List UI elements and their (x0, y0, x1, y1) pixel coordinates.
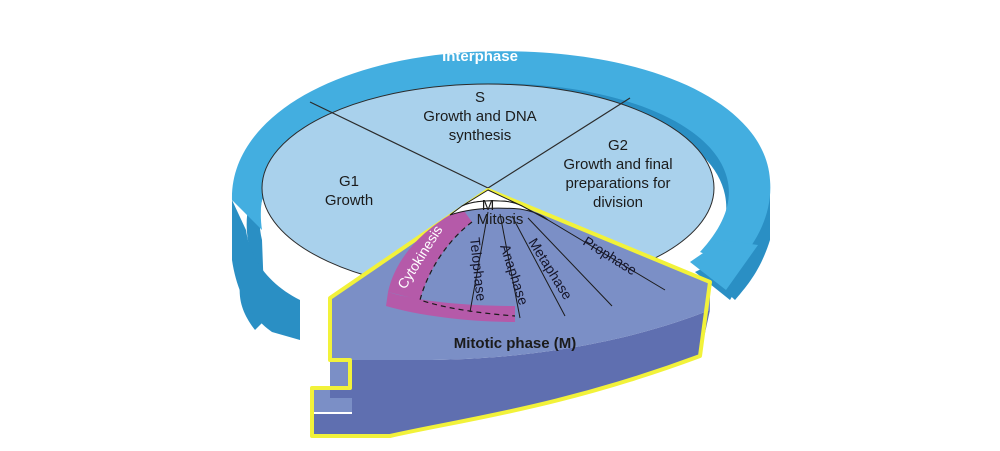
mitotic-phase-side (312, 310, 710, 436)
cytokinesis-boundary (419, 221, 516, 317)
s-line2: synthesis (449, 127, 512, 144)
g2-line3: division (593, 194, 643, 211)
phase-divider-1 (469, 211, 489, 313)
g1-title: G1 (339, 173, 359, 190)
g2-title: G2 (608, 137, 628, 154)
mitotic-highlight-outline (310, 188, 712, 438)
interphase-arrowhead-top (690, 240, 758, 290)
interphase-label: Interphase (442, 48, 518, 65)
g2-line1: Growth and final (563, 156, 672, 173)
mitosis-label: Mitosis (477, 211, 524, 228)
divider-g1-s (309, 101, 489, 189)
telophase-label: Telophase (467, 237, 490, 302)
s-title: S (475, 89, 485, 106)
mitotic-phase-top (312, 190, 710, 412)
m-label: M (482, 197, 495, 214)
g1-line1: Growth (325, 192, 373, 209)
cytokinesis-band (388, 208, 472, 300)
interphase-ring-edge (232, 200, 300, 340)
phase-divider-2 (499, 213, 521, 319)
phase-divider-5 (547, 219, 666, 291)
phase-divider-3 (511, 215, 566, 317)
g2-line2: preparations for (565, 175, 670, 192)
phase-divider-4 (527, 217, 613, 307)
mitosis-cap (449, 200, 549, 221)
s-line1: Growth and DNA (423, 108, 536, 125)
cytokinesis-band-lower (386, 292, 515, 322)
divider-s-g2 (487, 97, 631, 189)
mitotic-phase-label: Mitotic phase (M) (454, 335, 577, 352)
